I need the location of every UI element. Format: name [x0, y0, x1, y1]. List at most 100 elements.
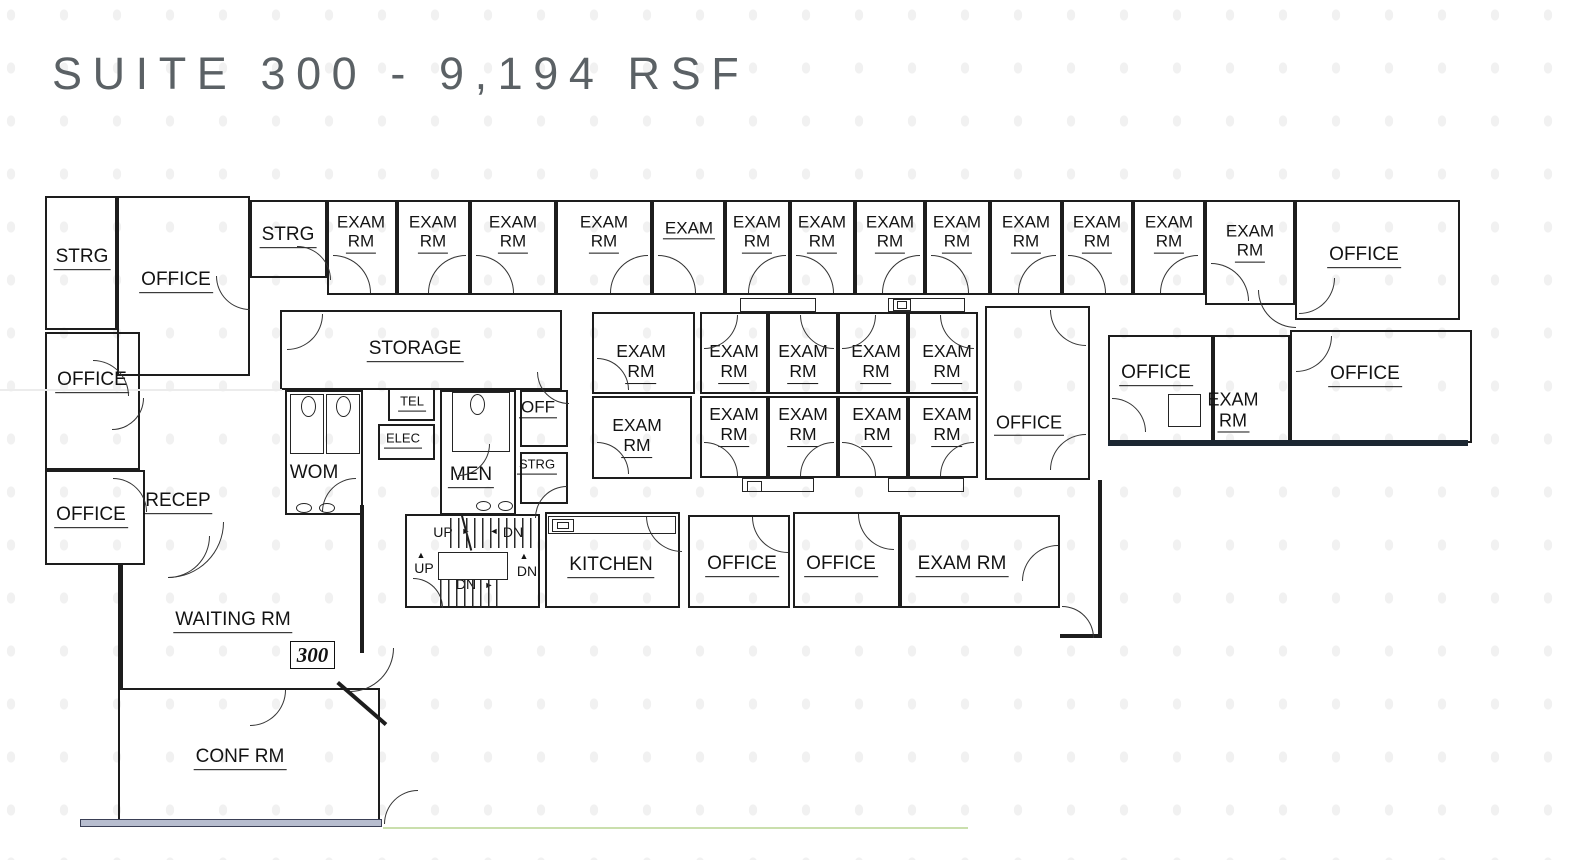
room-label-strg-2: STRG: [259, 224, 317, 248]
room-exam-rm: [838, 396, 908, 478]
room-office-central: [985, 306, 1090, 480]
room-exam-rm: [990, 200, 1062, 295]
room-kitchen: [545, 512, 680, 608]
room-label-elec-closet: ELEC: [384, 431, 422, 449]
room-label-office-central: OFFICE: [994, 413, 1064, 436]
room-exam-rm: [768, 396, 838, 478]
label-stair-up-top: UP: [433, 524, 453, 541]
fixture-ellipse: [476, 501, 491, 511]
fixture-rect: [438, 552, 508, 580]
suite-boundary-accent: [1108, 440, 1468, 446]
room-strg-2: [250, 200, 327, 278]
door-arc: [168, 536, 210, 578]
label-stair-up-left: UP: [414, 560, 434, 577]
fixture-ellipse: [336, 396, 351, 417]
fixture-rect: [888, 298, 965, 312]
room-label-strg-3: STRG: [516, 457, 558, 475]
wall-segment: [118, 565, 123, 690]
fixture-rect: [326, 394, 360, 454]
room-label-conf-rm: CONF RM: [193, 746, 287, 770]
room-exam-rm: [855, 200, 925, 295]
room-exam-rm: [908, 396, 978, 478]
room-exam-rm-big-bottom: [592, 396, 692, 479]
room-label-office-left-low: OFFICE: [54, 504, 128, 528]
fixture-ellipse: [319, 503, 335, 513]
fixture-rect: [548, 516, 676, 534]
room-exam-rm: [470, 200, 556, 295]
label-stair-dn-right: DN: [516, 563, 538, 580]
green-line: [383, 827, 968, 829]
fixture-rect: [557, 522, 569, 529]
label-recep: RECEP: [143, 490, 213, 514]
stair-treads: [450, 518, 538, 548]
room-label-office-top-right: OFFICE: [1327, 244, 1401, 268]
room-exam-rm: [790, 200, 855, 295]
fixture-rect: [552, 519, 574, 532]
fixture-ellipse: [296, 503, 312, 513]
room-label-office-bottom-1: OFFICE: [705, 553, 779, 577]
room-exam-rm: [925, 200, 990, 295]
fixture-ellipse: [498, 501, 513, 511]
label-waiting-rm: WAITING RM: [173, 609, 293, 633]
room-label-office-bottom-2: OFFICE: [804, 553, 878, 577]
fixture-rect: [742, 478, 814, 492]
room-office-left-low: [45, 470, 145, 565]
label-arrow-up-right: ▲: [519, 550, 529, 561]
room-exam: [652, 200, 725, 295]
room-womens-restroom: [285, 390, 363, 515]
room-label-tel-closet: TEL: [398, 394, 426, 412]
room-exam-rm: [556, 200, 652, 295]
room-exam-rm: [700, 396, 768, 478]
room-label-exam: EXAM: [662, 218, 716, 240]
suite-number-badge: 300: [290, 641, 335, 669]
room-exam-rm: [397, 200, 470, 295]
room-exam-rm: [908, 312, 978, 394]
room-exam-rm: [1133, 200, 1205, 295]
room-exam-rm: [700, 312, 768, 394]
fixture-rect: [888, 478, 964, 492]
room-office-bottom-1: [688, 515, 790, 608]
fixture-ellipse: [470, 394, 485, 415]
room-label-off: OFF: [519, 397, 557, 419]
fixture-rect: [1168, 394, 1201, 427]
page-title: SUITE 300 - 9,194 RSF: [52, 48, 750, 99]
room-exam-rm: [838, 312, 908, 394]
stair-treads: [440, 580, 504, 606]
fixture-rect: [893, 299, 911, 311]
wall-segment: [360, 565, 364, 653]
room-label-office-right-1: OFFICE: [1119, 362, 1193, 386]
room-office-top-right: [1295, 200, 1460, 320]
room-label-womens-restroom: WOM: [289, 462, 339, 484]
fixture-rect: [740, 298, 816, 312]
door-arc: [384, 790, 418, 824]
door-arc: [350, 648, 394, 692]
room-elec-closet: [378, 424, 435, 460]
room-label-kitchen: KITCHEN: [567, 554, 655, 578]
room-stairwell: [405, 514, 540, 608]
wall-segment: [1098, 480, 1102, 638]
fixture-rect: [290, 394, 324, 454]
wall-segment: [360, 505, 364, 567]
room-office-bottom-2: [793, 512, 900, 608]
room-label-office-top-left: OFFICE: [139, 269, 213, 293]
